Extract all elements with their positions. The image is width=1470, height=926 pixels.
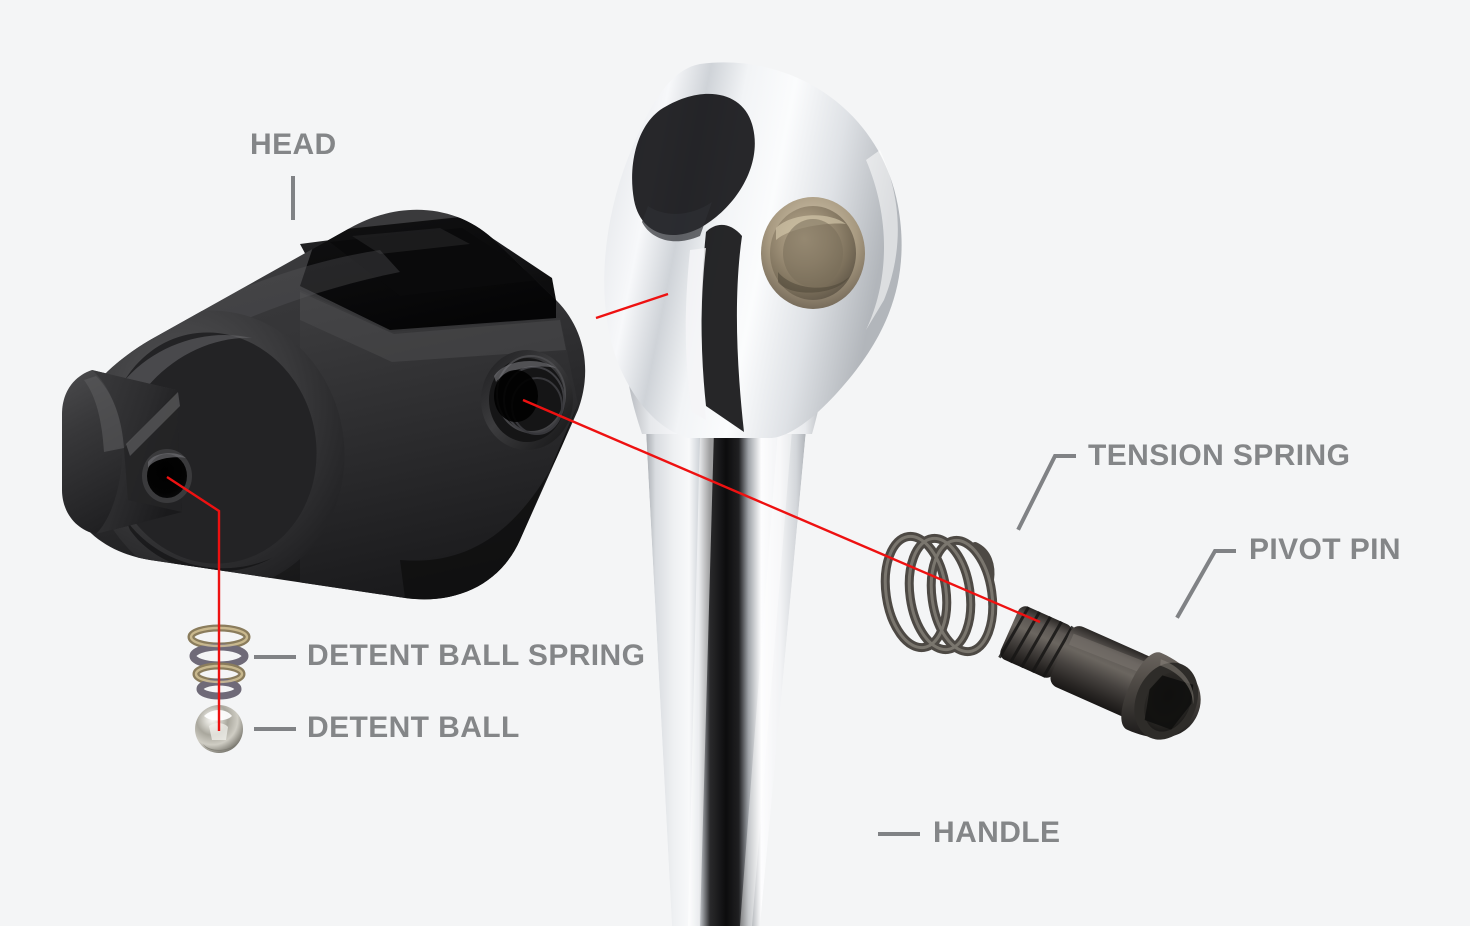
leader-lines — [254, 176, 1236, 836]
label-tension-spring: TENSION SPRING — [1088, 439, 1351, 472]
assembly-line-handle-tick — [595, 292, 669, 320]
assembly-line-detent — [166, 475, 221, 731]
label-handle: HANDLE — [933, 816, 1061, 849]
assembly-axis-lines — [166, 292, 1041, 731]
leader-tension-spring — [1016, 454, 1076, 531]
head-part — [62, 209, 586, 600]
label-detent-ball-spring: DETENT BALL SPRING — [307, 639, 646, 672]
label-detent-ball: DETENT BALL — [307, 711, 520, 744]
label-pivot-pin: PIVOT PIN — [1249, 533, 1401, 566]
label-head: HEAD — [250, 128, 337, 161]
pivot-pin-part — [998, 606, 1201, 740]
handle-part — [604, 62, 902, 926]
leader-pivot-pin — [1175, 549, 1236, 619]
tension-spring-part — [880, 531, 998, 657]
assembly-line-pivot — [522, 398, 1041, 624]
